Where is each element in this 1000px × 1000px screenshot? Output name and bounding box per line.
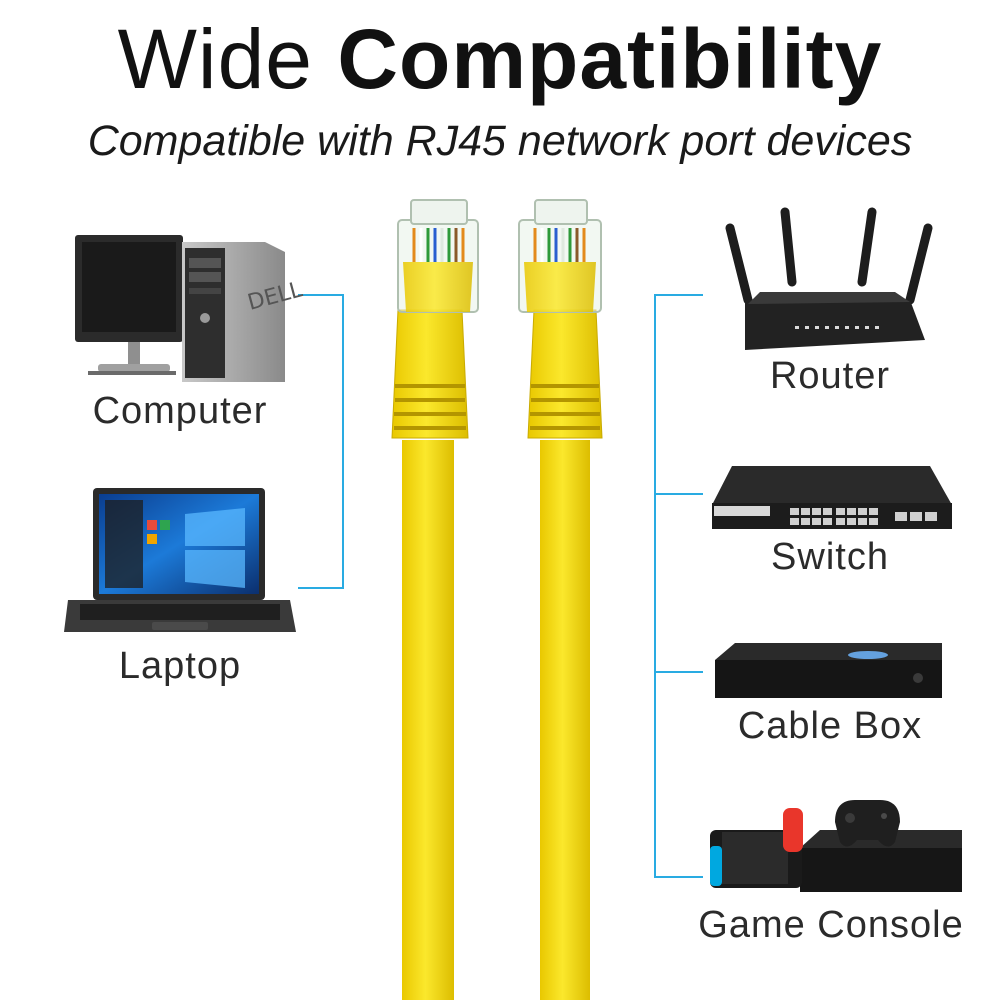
device-label-router: Router xyxy=(769,355,891,397)
router-icon xyxy=(725,207,933,350)
device-label-game-console: Game Console xyxy=(698,904,964,946)
title-light: Wide xyxy=(117,12,314,106)
cable-box-icon xyxy=(715,643,942,698)
title-bold: Compatibility xyxy=(337,12,883,106)
network-switch-icon xyxy=(712,466,952,529)
page-title: Wide Compatibility xyxy=(0,0,1000,118)
ethernet-cable-left-icon xyxy=(391,199,479,1000)
right-connector-line xyxy=(654,294,703,878)
game-console-icon xyxy=(710,800,962,892)
device-label-computer: Computer xyxy=(92,390,268,432)
device-label-cable-box: Cable Box xyxy=(737,705,923,747)
device-label-switch: Switch xyxy=(771,536,889,578)
page-subtitle: Compatible with RJ45 network port device… xyxy=(87,117,913,165)
ethernet-cable-right-icon xyxy=(518,199,603,1000)
desktop-computer-icon: DELL xyxy=(75,235,306,382)
device-label-laptop: Laptop xyxy=(118,645,242,687)
left-connector-line xyxy=(298,294,344,589)
laptop-icon xyxy=(64,488,296,632)
